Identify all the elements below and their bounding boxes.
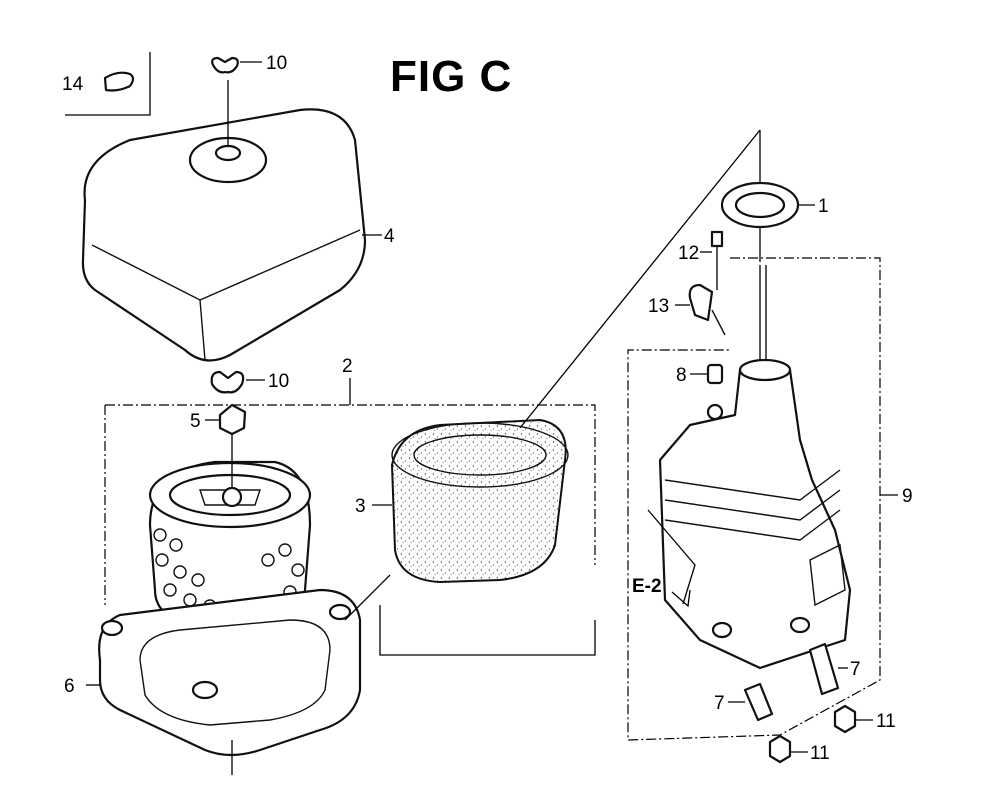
callout-1: 1 bbox=[818, 196, 829, 217]
part-11-nuts bbox=[768, 704, 873, 764]
part-10-top-wingnut bbox=[211, 56, 262, 74]
paper-element bbox=[148, 434, 312, 627]
part-6-base bbox=[86, 574, 391, 775]
callout-11-lower: 11 bbox=[810, 743, 830, 764]
part-5-knob bbox=[205, 403, 247, 436]
reference-label-e2: E-2 bbox=[632, 576, 662, 597]
part-10-lower-wingnut bbox=[210, 370, 265, 394]
callout-3: 3 bbox=[355, 496, 366, 517]
part-3-foam-element bbox=[372, 129, 761, 584]
callout-9: 9 bbox=[902, 486, 913, 507]
callout-7-right: 7 bbox=[850, 659, 861, 680]
part-2-element-assembly-box bbox=[104, 378, 596, 656]
part-1-seal bbox=[720, 130, 815, 262]
callout-6: 6 bbox=[64, 676, 75, 697]
part-4-air-cleaner-cover bbox=[81, 80, 382, 362]
callout-8: 8 bbox=[676, 365, 687, 386]
callout-2: 2 bbox=[342, 356, 353, 377]
figure-title: FIG C bbox=[390, 52, 513, 101]
part-8-collar bbox=[690, 363, 724, 421]
callout-10-lower: 10 bbox=[268, 371, 289, 392]
callout-4: 4 bbox=[384, 226, 395, 247]
part-13-clip bbox=[675, 283, 726, 336]
part-7-spacers bbox=[728, 642, 848, 722]
callout-11-right: 11 bbox=[876, 711, 896, 732]
callout-10-top: 10 bbox=[266, 53, 287, 74]
part-14-inset bbox=[65, 52, 151, 116]
callout-13: 13 bbox=[648, 296, 669, 317]
reference-e2-pointer bbox=[647, 509, 696, 608]
callout-12: 12 bbox=[678, 243, 699, 264]
callout-5: 5 bbox=[190, 411, 201, 432]
part-12-bolt bbox=[700, 230, 724, 290]
callout-14: 14 bbox=[62, 74, 84, 95]
callout-7-left: 7 bbox=[714, 693, 725, 714]
